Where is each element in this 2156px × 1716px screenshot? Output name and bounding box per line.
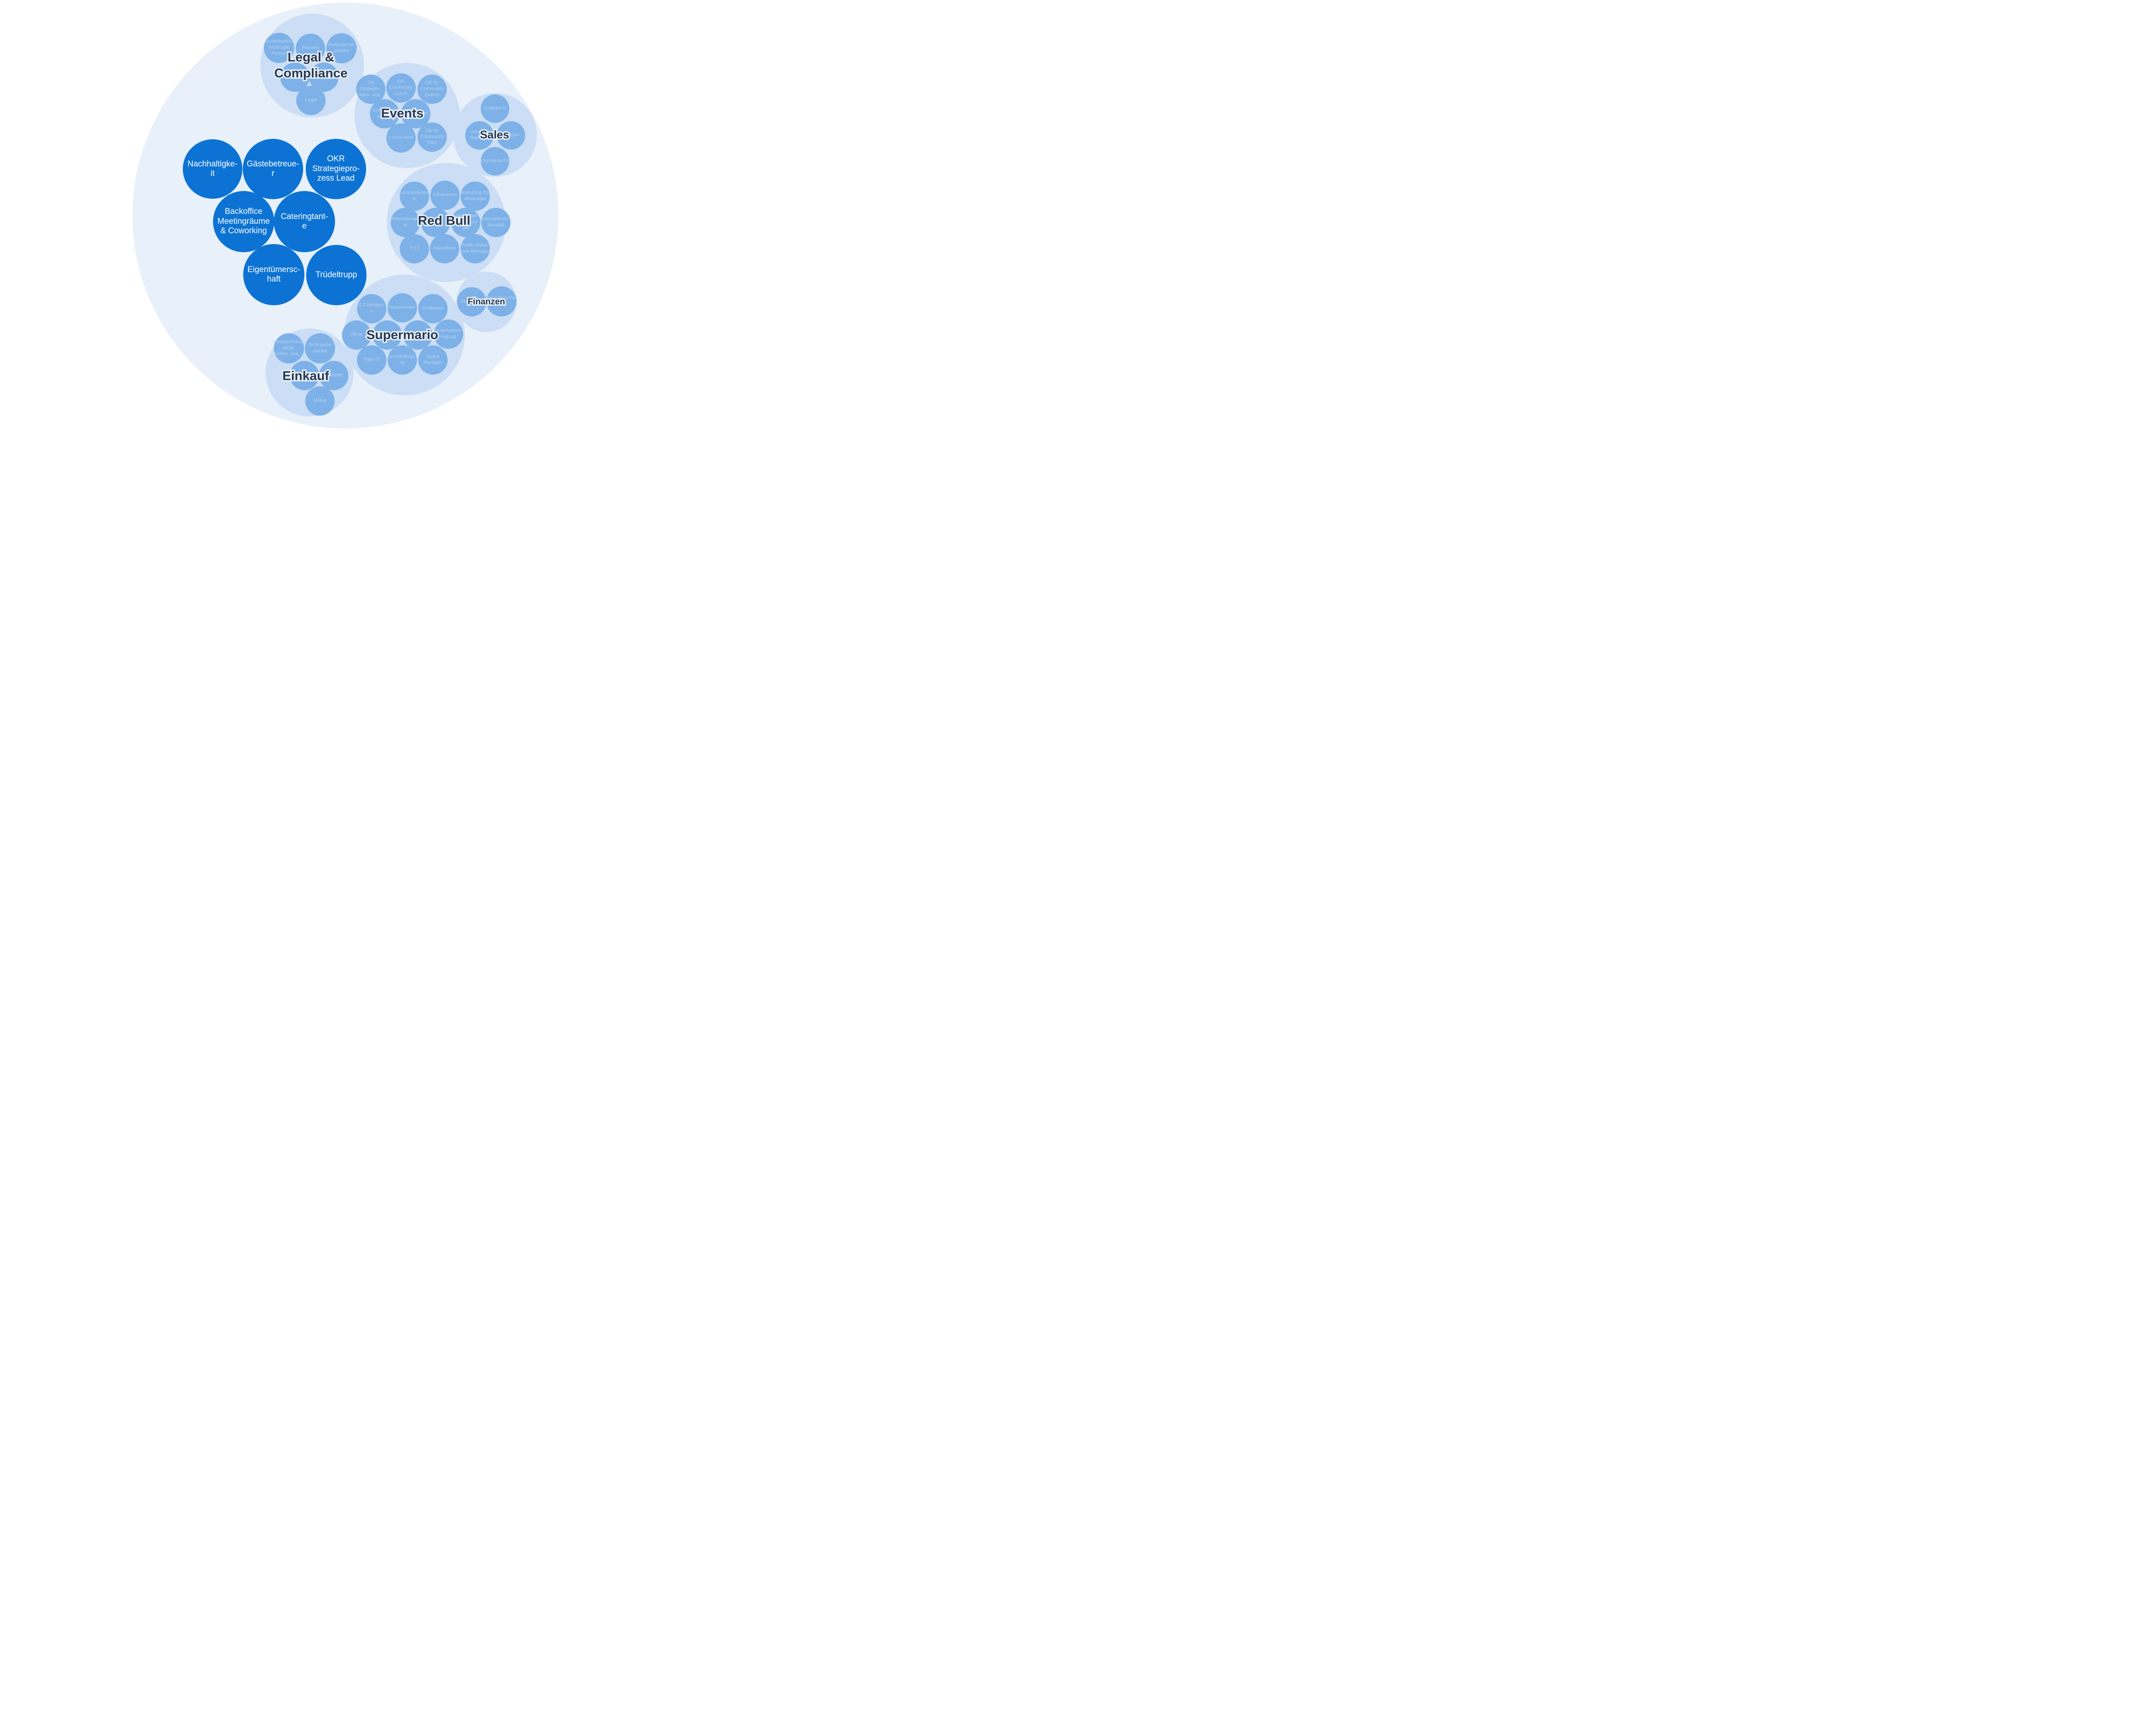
role-circle[interactable]: Public-Relat- ions-Manager [461,234,490,263]
role-label: Trüdeltrupp [315,270,357,279]
role-label: Möbel [313,398,326,404]
role-label: Grundreinigu- ng [388,354,417,365]
cluster-label-events[interactable]: Events [381,106,424,122]
role-circle[interactable]: Influencerin [430,181,460,210]
role-label: Hausmeister [389,305,416,310]
role-label: Nachhaltigke- it [187,159,238,178]
role-label: Schliesser [422,306,444,311]
role-circle[interactable]: Gestalterin [430,234,459,263]
cluster-label-red-bull[interactable]: Red Bull [418,213,470,229]
role-circle[interactable]: Webseitentan- te [390,208,421,237]
role-label: ICT-Meisteri- n [358,303,385,314]
role-label: Public-Relat- ions-Manager [461,243,490,254]
role-label: Eigentümersc- haft [247,265,301,284]
role-label: Space Manager [423,354,442,365]
role-label: Lunch-Host [389,135,414,141]
role-circle-gaestebetreuer[interactable]: Gästebetreue- r [243,139,303,199]
role-circle[interactable]: Onboarder*in [481,147,509,175]
role-circle[interactable]: Lunch-Host [386,123,416,153]
role-circle[interactable]: Unternehmens- identität [479,208,512,237]
role-circle[interactable]: OK für Community Fübi [417,122,447,152]
role-circle[interactable]: ICT-Meisteri- n [357,294,386,323]
role-circle-eigentuemerschaft[interactable]: Eigentümersc- haft [243,244,304,305]
role-circle[interactable]: Schliesser [418,294,448,323]
role-label: Gestalterin [433,246,456,251]
cluster-label-finanzen[interactable]: Finanzen [468,297,505,307]
role-circle[interactable]: Verbrauchsma- terial, Kaffee, Tee,... [273,333,305,363]
role-circle[interactable]: OK für Community Events [417,75,447,104]
role-circle[interactable]: OK Community Lunch [386,73,416,103]
role-label: Team IT [363,357,380,363]
cluster-label-supermario[interactable]: Supermario [367,328,439,344]
role-circle[interactable]: Team IT [357,345,386,375]
role-label: Öffner [350,332,364,338]
role-circle[interactable]: Möbel [305,386,335,416]
role-label: Webseitentan- te [390,216,421,228]
role-circle[interactable]: Hausmeister [388,293,417,323]
role-label: Onboarder*in [481,158,509,164]
cluster-label-sales[interactable]: Sales [480,128,509,142]
role-label: Kommunikator- in [398,190,431,201]
role-label: Cateringtant- e [281,212,328,231]
role-circle-truedeltrupp[interactable]: Trüdeltrupp [306,245,367,305]
role-circle[interactable]: Kommunikator- in [398,182,431,211]
role-label: Gästebetreue- r [247,159,299,178]
role-label: OK für Community Events [420,80,444,97]
cluster-label-einkauf[interactable]: Einkauf [282,369,329,385]
cluster-label-legal-compliance[interactable]: Legal & Compliance [274,50,348,81]
role-label: OK Strategie-, Team- und... [357,80,384,97]
role-label: Marketing-To- olmanager [461,190,490,201]
role-circle[interactable]: Outsider*in [481,94,509,123]
role-label: Unternehmens- identität [479,216,512,228]
role-circle[interactable]: Grundreinigu- ng [388,345,417,375]
role-label: OK Community Lunch [389,79,413,96]
role-label: Legal [305,97,317,103]
role-label: Verbrauchsma- terial, Kaffee, Tee,... [273,339,305,357]
role-label: T'n'T [409,246,420,251]
role-circle[interactable]: Legal [296,86,326,115]
role-label: Outsider*in [483,106,507,111]
role-circle[interactable]: Space Manager [418,345,448,375]
role-label: OK für Community Fübi [420,128,444,145]
role-label: Unterhaltsre- inigung [435,328,462,339]
role-circle[interactable]: Marketing-To- olmanager [461,182,490,211]
role-circle[interactable]: T'n'T [400,234,429,263]
role-circle-cateringtante[interactable]: Cateringtant- e [274,191,335,252]
role-circle-okr-strategieprozess-lead[interactable]: OKR Strategiepro- zess Lead [306,139,366,199]
role-label: Backoffice Meetingräume & Coworking [217,207,270,236]
role-label: Influencerin [432,192,458,198]
role-circle-nachhaltigkeit[interactable]: Nachhaltigke- it [183,139,242,199]
role-label: Technische Geräte [308,342,332,354]
role-circle[interactable]: Technische Geräte [305,333,335,363]
role-label: OKR Strategiepro- zess Lead [312,154,360,183]
role-circle-backoffice-meetingraeume-coworking[interactable]: Backoffice Meetingräume & Coworking [213,191,274,252]
